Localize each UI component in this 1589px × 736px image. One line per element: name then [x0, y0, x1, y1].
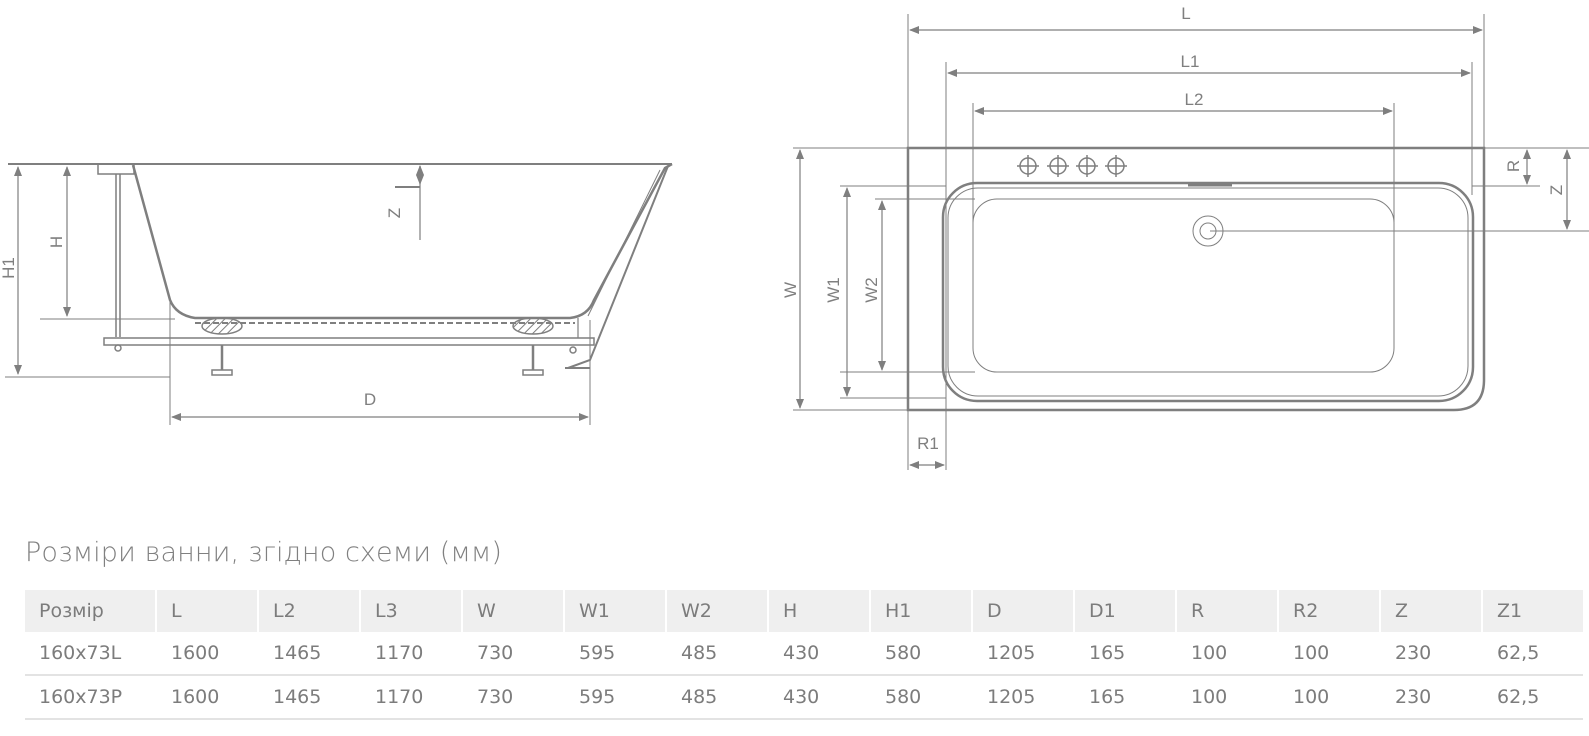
- table-cell: 165: [1075, 632, 1177, 676]
- dim-label-L2: L2: [1185, 90, 1204, 109]
- dim-label-R1: R1: [917, 434, 939, 453]
- column-header: D1: [1075, 590, 1177, 632]
- table-cell: 1465: [259, 676, 361, 720]
- table-cell: 160x73L: [25, 632, 157, 676]
- tap-hole-icon: [1017, 155, 1039, 177]
- table-cell: 430: [769, 632, 871, 676]
- column-header: R2: [1279, 590, 1381, 632]
- table-cell: 62,5: [1483, 632, 1583, 676]
- table-header-row: Розмір L L2 L3 W W1 W2 H H1 D D1 R R2 Z …: [25, 590, 1583, 632]
- table-cell: 1600: [157, 632, 259, 676]
- dim-label-W2: W2: [862, 277, 881, 303]
- table-cell: 100: [1177, 676, 1279, 720]
- table-cell: 485: [667, 632, 769, 676]
- table-title: Розміри ванни, згідно схеми (мм): [25, 537, 502, 568]
- table-cell: 1600: [157, 676, 259, 720]
- column-header: H1: [871, 590, 973, 632]
- column-header: W2: [667, 590, 769, 632]
- bathtub-technical-drawing: H1 H Z D: [0, 4, 1589, 470]
- tap-hole-icon: [1105, 155, 1127, 177]
- dimensions-table: Розмір L L2 L3 W W1 W2 H H1 D D1 R R2 Z …: [25, 590, 1583, 720]
- table-cell: 1170: [361, 632, 463, 676]
- column-header: D: [973, 590, 1075, 632]
- table-cell: 100: [1279, 676, 1381, 720]
- table-cell: 230: [1381, 632, 1483, 676]
- table-cell: 1205: [973, 632, 1075, 676]
- table-cell: 230: [1381, 676, 1483, 720]
- column-header: Z: [1381, 590, 1483, 632]
- table-cell: 1465: [259, 632, 361, 676]
- column-header: W: [463, 590, 565, 632]
- dim-label-Z-top: Z: [1547, 185, 1566, 195]
- dim-label-D: D: [364, 390, 376, 409]
- table-cell: 62,5: [1483, 676, 1583, 720]
- column-header: H: [769, 590, 871, 632]
- table-row: 160x73P 1600 1465 1170 730 595 485 430 5…: [25, 676, 1583, 720]
- column-header: W1: [565, 590, 667, 632]
- tap-hole-icon: [1047, 155, 1069, 177]
- column-header: Z1: [1483, 590, 1583, 632]
- table-cell: 100: [1177, 632, 1279, 676]
- table-cell: 595: [565, 632, 667, 676]
- side-view: [5, 162, 673, 425]
- table-cell: 100: [1279, 632, 1381, 676]
- dim-label-R: R: [1504, 160, 1523, 172]
- dim-label-L1: L1: [1181, 52, 1200, 71]
- table-cell: 430: [769, 676, 871, 720]
- table-row: 160x73L 1600 1465 1170 730 595 485 430 5…: [25, 632, 1583, 676]
- column-header: R: [1177, 590, 1279, 632]
- column-header: Розмір: [25, 590, 157, 632]
- table-cell: 485: [667, 676, 769, 720]
- dim-label-H1: H1: [0, 257, 18, 279]
- table-cell: 580: [871, 632, 973, 676]
- table-cell: 1205: [973, 676, 1075, 720]
- table-cell: 165: [1075, 676, 1177, 720]
- column-header: L2: [259, 590, 361, 632]
- tap-holes: [1017, 155, 1127, 177]
- table-cell: 730: [463, 676, 565, 720]
- column-header: L: [157, 590, 259, 632]
- top-view: [793, 14, 1589, 470]
- dim-label-Z-side: Z: [385, 208, 404, 218]
- dim-label-H: H: [47, 236, 66, 248]
- dim-label-L: L: [1181, 4, 1190, 23]
- table-cell: 730: [463, 632, 565, 676]
- table-cell: 580: [871, 676, 973, 720]
- table-cell: 1170: [361, 676, 463, 720]
- table-cell: 160x73P: [25, 676, 157, 720]
- column-header: L3: [361, 590, 463, 632]
- dim-label-W: W: [781, 282, 800, 298]
- tap-hole-icon: [1076, 155, 1098, 177]
- dim-label-W1: W1: [824, 277, 843, 303]
- table-cell: 595: [565, 676, 667, 720]
